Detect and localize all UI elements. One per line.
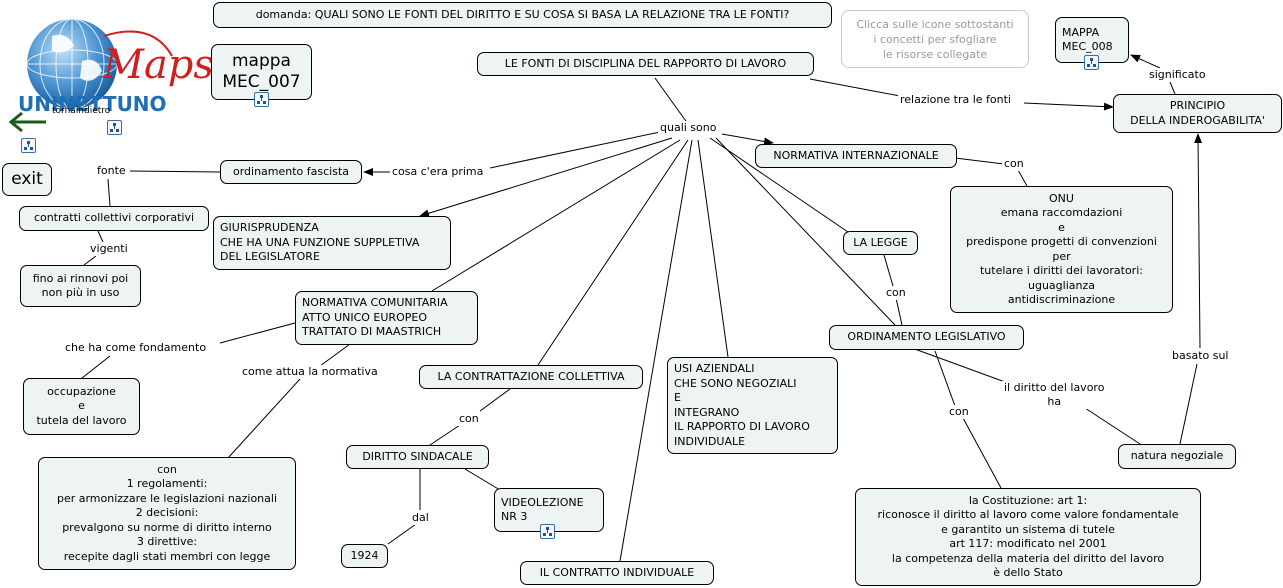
edge-con-ordinamento (895, 297, 903, 326)
edge-quali-cosacera (489, 131, 661, 169)
link-label-come-attua: come attua la normativa (240, 365, 380, 379)
edge-legge-con (883, 254, 894, 287)
usi-aziendali-node[interactable]: USI AZIENDALI CHE SONO NEGOZIALI E INTEG… (667, 357, 838, 454)
link-label-vigenti: vigenti (88, 242, 130, 256)
edge-quali-comunitaria (431, 139, 681, 292)
regolamenti-node[interactable]: con 1 regolamenti: per armonizzare le le… (38, 457, 296, 570)
link-label-con: con (1002, 157, 1026, 171)
link-label-con: con (457, 412, 481, 426)
edge-ordinamento-con (934, 350, 956, 407)
edge-comunitaria-fondamento (219, 322, 296, 344)
edge-natura-basato (1179, 363, 1198, 445)
logo-brand-text: Maps (103, 42, 214, 88)
fino-rinnovi-node[interactable]: fino ai rinnovi poi non più in uso (20, 265, 141, 307)
resource-icon[interactable] (21, 138, 36, 153)
edge-principio-significato (1169, 81, 1176, 95)
exit-button[interactable]: exit (2, 163, 52, 196)
edge-quali-giurisprudenza (419, 137, 673, 218)
edge-basato-principio (1194, 133, 1203, 349)
costituzione-node[interactable]: la Costituzione: art 1: riconosce il dir… (855, 488, 1201, 586)
mappa-mec007-node[interactable]: mappa MEC_007 (211, 44, 312, 100)
edge-con-costituzione (962, 417, 1002, 489)
question-node: domanda: QUALI SONO LE FONTI DEL DIRITTO… (213, 2, 832, 28)
link-label-con: con (947, 405, 971, 419)
instructions-hint: Clicca sulle icone sottostanti i concett… (841, 10, 1029, 68)
fonti-disciplina-node[interactable]: LE FONTI DI DISCIPLINA DEL RAPPORTO DI L… (477, 52, 814, 76)
edge-sindacale-video (464, 468, 501, 491)
resource-icon[interactable] (254, 92, 269, 107)
contratto-individuale-node[interactable]: IL CONTRATTO INDIVIDUALE (520, 561, 714, 585)
link-label-fondamento: che ha come fondamento (63, 341, 209, 355)
normativa-internazionale-node[interactable]: NORMATIVA INTERNAZIONALE (755, 144, 957, 168)
principio-inderogabilita-node[interactable]: PRINCIPIO DELLA INDEROGABILITA' (1113, 94, 1282, 133)
link-label-dal: dal (410, 511, 431, 525)
normativa-comunitaria-node[interactable]: NORMATIVA COMUNITARIA ATTO UNICO EUROPEO… (295, 291, 478, 345)
link-label-basato-sul: basato sul (1170, 349, 1231, 363)
contrattazione-collettiva-node[interactable]: LA CONTRATTAZIONE COLLETTIVA (419, 365, 643, 389)
link-label-significato: significato (1147, 68, 1208, 82)
resource-icon[interactable] (540, 524, 555, 539)
edge-relazione-principio (1023, 102, 1114, 111)
la-legge-node[interactable]: LA LEGGE (843, 231, 918, 255)
edge-quali-internazionale (721, 133, 774, 146)
link-label-cosa-cera-prima: cosa c'era prima (390, 165, 486, 179)
mappa-mec008-node[interactable]: MAPPA MEC_008 (1055, 17, 1129, 63)
link-label-fonte: fonte (95, 164, 128, 178)
edge-con-sindacale (429, 424, 461, 446)
edge-significato-mappa008 (1130, 54, 1161, 69)
videolezione-node[interactable]: VIDEOLEZIONE NR 3 (494, 488, 604, 532)
occupazione-node[interactable]: occupazione e tutela del lavoro (23, 378, 140, 435)
edge-quali-contrattazione (537, 139, 689, 366)
edge-fondamento-occupazione (81, 355, 111, 379)
edge-quali-ordinamento (715, 137, 896, 326)
link-label-con: con (884, 286, 908, 300)
contratti-corporativi-node[interactable]: contratti collettivi corporativi (19, 206, 209, 231)
ordinamento-legislativo-node[interactable]: ORDINAMENTO LEGISLATIVO (829, 325, 1024, 350)
onu-node[interactable]: ONU emana raccomdazioni e predispone pro… (950, 186, 1173, 313)
giurisprudenza-node[interactable]: GIURISPRUDENZA CHE HA UNA FUNZIONE SUPPL… (213, 216, 451, 270)
uninettuno-globe-logo (26, 18, 173, 110)
edge-fonti-quali (654, 77, 689, 125)
edge-quali-usi (697, 139, 729, 358)
link-label-relazione: relazione tra le fonti (898, 93, 1013, 107)
edge-ordinamento-diritto (911, 347, 1006, 383)
logo-name-text: UNINETTUNO (18, 92, 167, 116)
edge-comunitaria-attua (319, 343, 351, 367)
edge-quali-legge (709, 137, 849, 233)
resource-icon[interactable] (107, 120, 122, 135)
edge-contrattazione-con (479, 388, 511, 412)
back-arrow-icon[interactable] (8, 110, 48, 134)
ordinamento-fascista-node[interactable]: ordinamento fascista (220, 160, 362, 184)
back-label[interactable]: tornaindietro (52, 106, 111, 116)
edge-dal-1924 (387, 523, 417, 545)
edge-vigenti-fino (83, 255, 97, 266)
edge-internazionale-con (954, 157, 1005, 165)
edge-diritto-natura (1084, 407, 1141, 445)
edge-quali-individuale (619, 139, 693, 562)
edge-fonti-relazione (809, 78, 901, 97)
edge-fonte-contratti (107, 178, 111, 207)
natura-negoziale-node[interactable]: natura negoziale (1118, 444, 1236, 469)
edge-con-onu (1017, 169, 1028, 187)
diritto-sindacale-node[interactable]: DIRITTO SINDACALE (346, 445, 489, 469)
edge-attua-regolamenti (227, 378, 301, 459)
edge-contratti-vigenti (97, 230, 104, 243)
resource-icon[interactable] (1084, 55, 1099, 70)
edge-fascista-fonte (129, 170, 221, 173)
link-label-quali-sono: quali sono (658, 121, 719, 135)
anno-1924-node[interactable]: 1924 (341, 544, 388, 568)
link-label-diritto-lavoro: il diritto del lavoro ha (1002, 381, 1107, 409)
